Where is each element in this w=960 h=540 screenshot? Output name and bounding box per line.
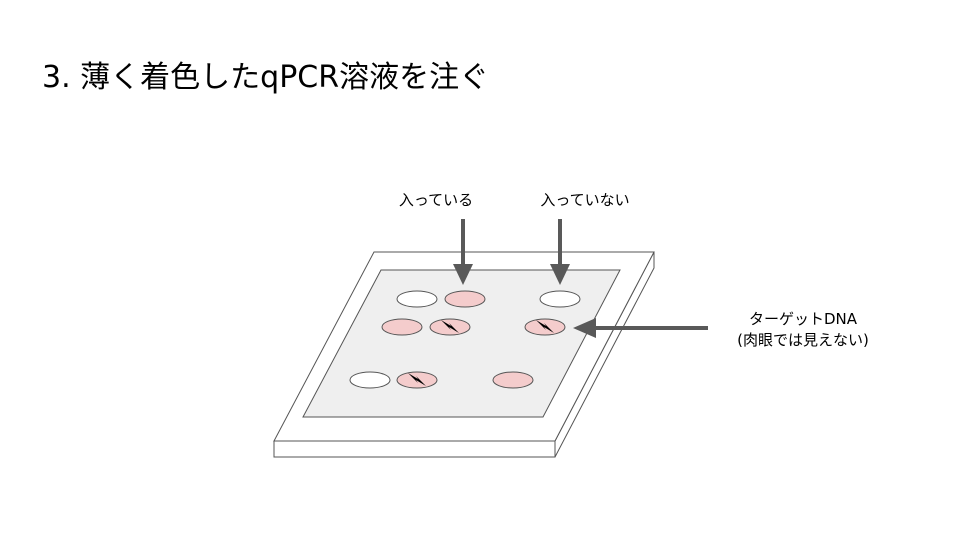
well-r1c3 (539, 290, 581, 308)
well-r2c1 (381, 318, 423, 336)
target-dna-icon (441, 320, 459, 333)
label-target-dna: ターゲットDNA (748, 310, 858, 328)
target-dna-icon (536, 320, 554, 333)
label-without-target: 入っていない (540, 191, 630, 209)
label-invisible-note: (肉眼では見えない) (737, 331, 869, 349)
well-r1c1 (396, 290, 438, 308)
arrow-with-target (453, 219, 473, 285)
target-dna-icon (408, 373, 426, 386)
slide-title: 3. 薄く着色したqPCR溶液を注ぐ (42, 60, 490, 95)
well-r3c2 (396, 371, 438, 389)
arrow-without-target (550, 219, 570, 285)
well-r2c3 (524, 318, 566, 336)
well-r2c2 (429, 318, 471, 336)
label-with-target: 入っている (398, 191, 474, 209)
well-r3c3 (492, 371, 534, 389)
well-r1c2 (444, 290, 486, 308)
well-r3c1 (349, 371, 391, 389)
plate-front-edge (273, 440, 556, 458)
arrow-target-dna (573, 318, 708, 338)
